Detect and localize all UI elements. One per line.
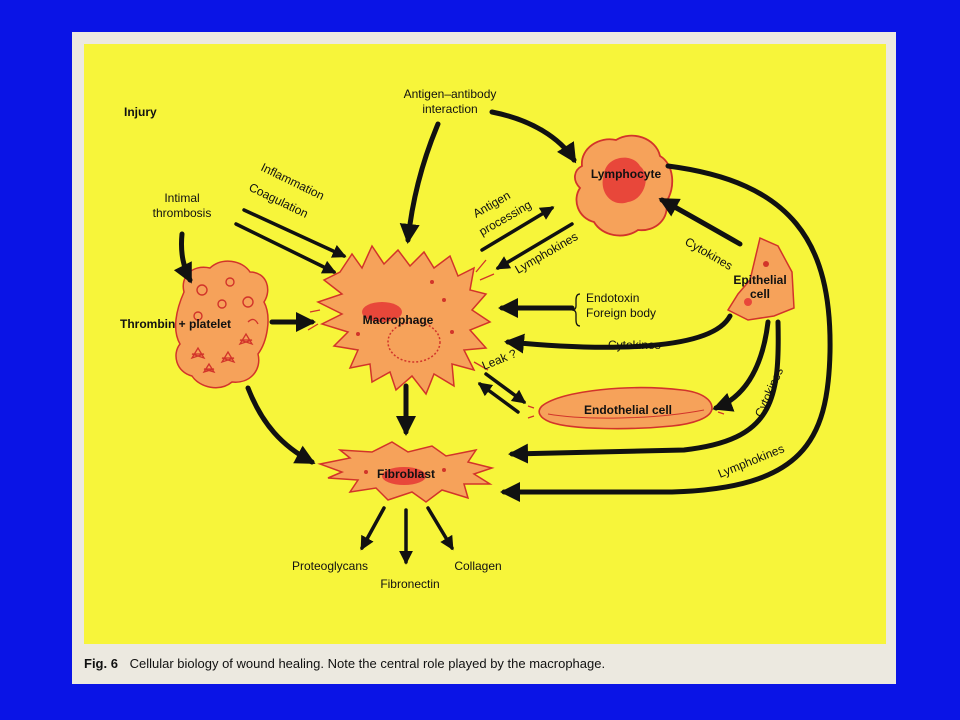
- endothelial-cell: [527, 386, 725, 430]
- proteoglycans-label: Proteoglycans: [292, 559, 368, 573]
- inflammation-arrow: [242, 208, 347, 258]
- thrombin-platelet-cell: [174, 260, 269, 389]
- fibronectin-label: Fibronectin: [380, 577, 439, 591]
- antigen-to-lymphocyte-arrow: [489, 109, 577, 164]
- injury-label: Injury: [124, 105, 157, 119]
- antigen-processing-arrow: [480, 206, 555, 252]
- intimal-to-platelet-arrow: [173, 231, 193, 284]
- lymphokines-to-macrophage-arrow: [495, 222, 574, 270]
- endotoxin-brace: [571, 293, 581, 327]
- macrophage-to-endothelial-arrow: [484, 372, 527, 404]
- cytokines-lower-label: Cytokines: [608, 338, 661, 352]
- figure-caption: Fig. 6 Cellular biology of wound healing…: [84, 656, 605, 671]
- epithelial-to-endothelial-arrow: [712, 319, 771, 412]
- lymphocyte-label: Lymphocyte: [591, 167, 662, 181]
- antigen-antibody-label-line1: Antigen–antibody: [404, 87, 497, 101]
- macrophage-cell: [307, 244, 495, 396]
- epithelial-cytokines-to-fibroblast-arrow: [508, 319, 781, 464]
- arrows-group: [173, 109, 833, 565]
- antigen-antibody-label-line2: interaction: [422, 102, 477, 116]
- fibroblast-label: Fibroblast: [377, 467, 435, 481]
- figure-page: Injury Intimal thrombosis Inflammation C…: [72, 32, 896, 684]
- coagulation-arrow: [234, 222, 337, 274]
- collagen-label: Collagen: [454, 559, 501, 573]
- intimal-label-line2: thrombosis: [153, 206, 212, 220]
- epithelial-label-line1: Epithelial: [733, 273, 786, 287]
- lymphocyte-to-fibroblast-arrow: [500, 163, 833, 502]
- endotoxin-label: Endotoxin: [586, 291, 639, 305]
- caption-fig-label: Fig. 6: [84, 656, 118, 671]
- proteoglycans-arrow: [360, 506, 386, 551]
- leak-arrow: [477, 382, 520, 414]
- epithelial-label-line2: cell: [750, 287, 770, 301]
- macrophage-label: Macrophage: [363, 313, 434, 327]
- wound-healing-diagram: Injury Intimal thrombosis Inflammation C…: [84, 44, 886, 671]
- epithelial-to-macrophage-arrow: [504, 313, 733, 354]
- foreign-body-label: Foreign body: [586, 306, 656, 320]
- lymphocyte-cell: [574, 134, 674, 237]
- caption-text: Cellular biology of wound healing. Note …: [130, 656, 606, 671]
- platelet-to-fibroblast-arrow: [245, 385, 316, 465]
- epithelial-cell: [726, 236, 795, 321]
- endothelial-label: Endothelial cell: [584, 403, 672, 417]
- collagen-arrow: [426, 506, 454, 551]
- epithelial-to-lymphocyte-arrow: [658, 197, 743, 247]
- fibroblast-cell: [317, 441, 495, 503]
- thrombin-platelet-label: Thrombin + platelet: [120, 317, 231, 331]
- intimal-label-line1: Intimal: [164, 191, 199, 205]
- antigen-to-macrophage-arrow: [399, 121, 441, 244]
